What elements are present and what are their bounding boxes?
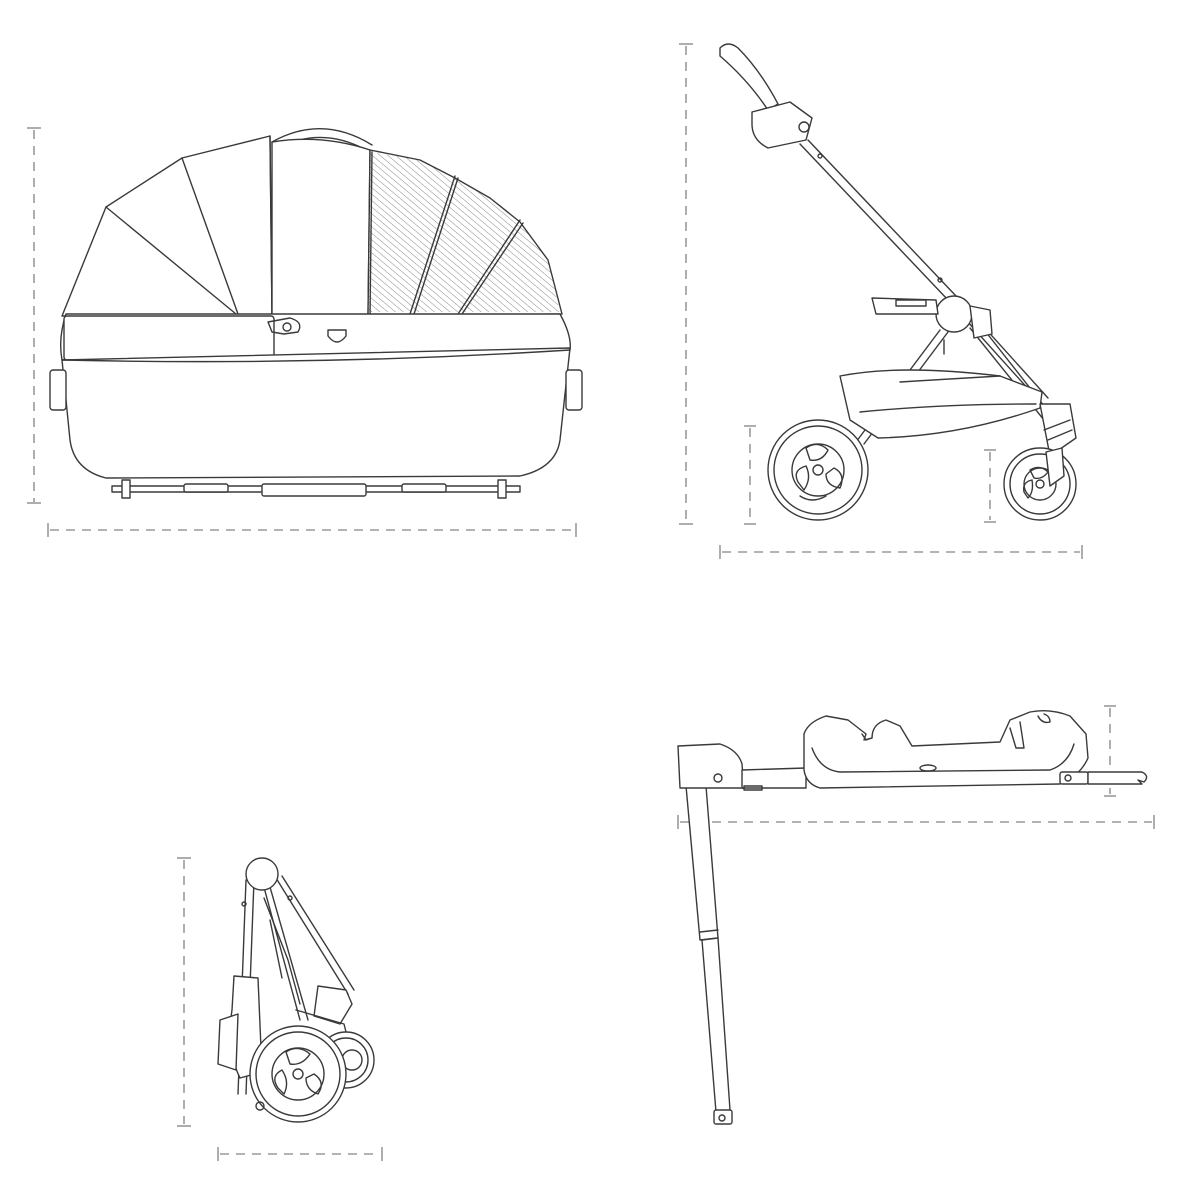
stroller-handle-joint — [751, 101, 813, 149]
isofix-indicator-icon — [919, 764, 937, 772]
carrycot-base-rail — [111, 479, 521, 499]
carrycot-canopy — [61, 135, 273, 317]
folded-main-wheel — [249, 1025, 347, 1123]
isofix-rail — [741, 767, 807, 789]
stroller-fold-hub — [935, 295, 973, 333]
stroller-side-view — [679, 43, 1083, 559]
stroller-front-wheel-dimension — [984, 449, 996, 523]
carrycot-d-ring-icon — [327, 329, 347, 343]
stroller-basket — [839, 369, 1043, 439]
folded-length-dimension — [217, 1147, 383, 1161]
folded-stroller-view — [177, 857, 383, 1161]
carrycot-side-view — [27, 127, 583, 537]
folded-height-dimension — [177, 857, 191, 1127]
isofix-connector — [1059, 771, 1148, 785]
carrycot-handle — [271, 128, 373, 146]
isofix-base-view — [677, 705, 1155, 1125]
stroller-length-dimension — [719, 545, 1083, 559]
carrycot-latch-icon — [267, 317, 301, 335]
stroller-front-wheel — [1003, 447, 1077, 521]
isofix-support-leg — [685, 785, 733, 1125]
carrycot-height-dimension — [27, 127, 41, 504]
stroller-height-dimension — [679, 43, 693, 525]
stroller-handlebar — [719, 43, 779, 111]
stroller-push-frame — [799, 143, 1041, 403]
stroller-rear-wheel-dimension — [744, 425, 756, 525]
isofix-seat-cradle — [803, 709, 1089, 789]
carrycot-body — [61, 347, 571, 479]
carrycot-width-dimension — [47, 523, 577, 537]
isofix-width-dimension — [677, 815, 1155, 829]
isofix-front-block — [677, 743, 745, 789]
folded-hub — [245, 857, 279, 891]
stroller-rear-wheel — [767, 419, 869, 521]
